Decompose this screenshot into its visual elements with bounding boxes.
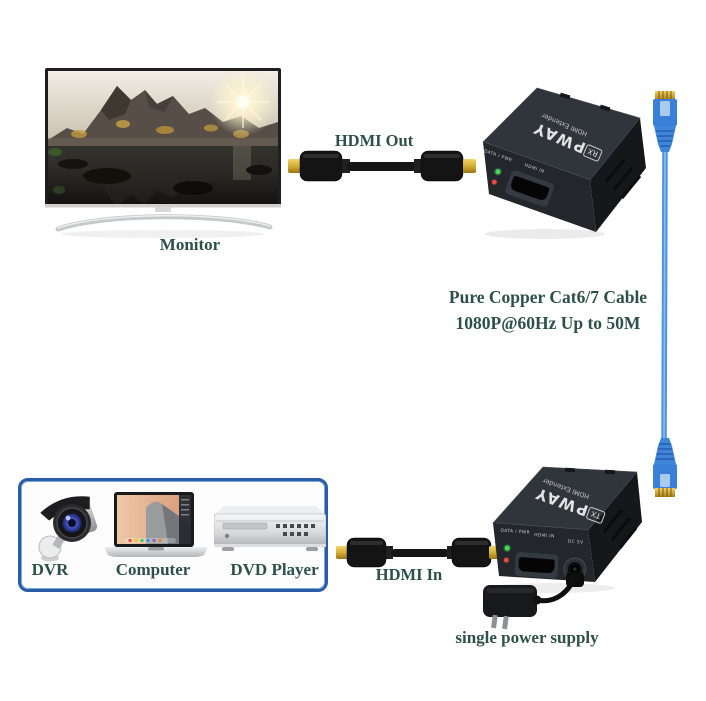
led-red [491, 179, 497, 185]
dvd-player-icon [214, 506, 326, 558]
hdmi-port-icon [518, 557, 555, 574]
transmitter-panel-mid-text: HDMI IN [534, 532, 555, 539]
cat-cable-line1: Pure Copper Cat6/7 Cable [448, 287, 648, 307]
computer-label: Computer [115, 560, 191, 579]
led-green [504, 545, 510, 551]
transmitter-panel-dc-text: DC 5V [568, 539, 584, 546]
transmitter-tag-text: TX [590, 509, 603, 521]
extender-transmitter-icon: PWAY HDMI Extender TX DATA / PWR HDMI IN… [465, 448, 677, 636]
cctv-camera-icon [26, 490, 100, 564]
receiver-tag-text: RX [586, 146, 599, 158]
monitor-icon [45, 68, 285, 240]
extender-receiver-icon: PWAY HDMI Extender RX DATA / PWR HDMI IN [470, 82, 655, 242]
laptop-icon [104, 492, 208, 562]
rj45-connector-bottom [653, 438, 677, 497]
transmitter-panel-left-text: DATA / PWR [500, 528, 530, 536]
power-supply-label: single power supply [455, 628, 599, 647]
ethernet-cable-icon [640, 86, 700, 506]
dvd-player-label: DVD Player [230, 560, 319, 579]
hdmi-out-label: HDMI Out [334, 131, 414, 150]
rj45-connector-top [653, 91, 677, 152]
hdmi-port-icon [510, 176, 550, 201]
power-adapter-icon [483, 572, 584, 630]
led-red [503, 557, 509, 563]
cat-cable-line2: 1080P@60Hz Up to 50M [455, 313, 641, 333]
monitor-label: Monitor [159, 235, 221, 254]
hdmi-in-label: HDMI In [375, 565, 443, 584]
led-green [495, 169, 501, 175]
cat-cable-description: Pure Copper Cat6/7 Cable 1080P@60Hz Up t… [420, 284, 676, 336]
dvr-label: DVR [31, 560, 69, 579]
hdmi-out-cable-icon [286, 148, 478, 184]
